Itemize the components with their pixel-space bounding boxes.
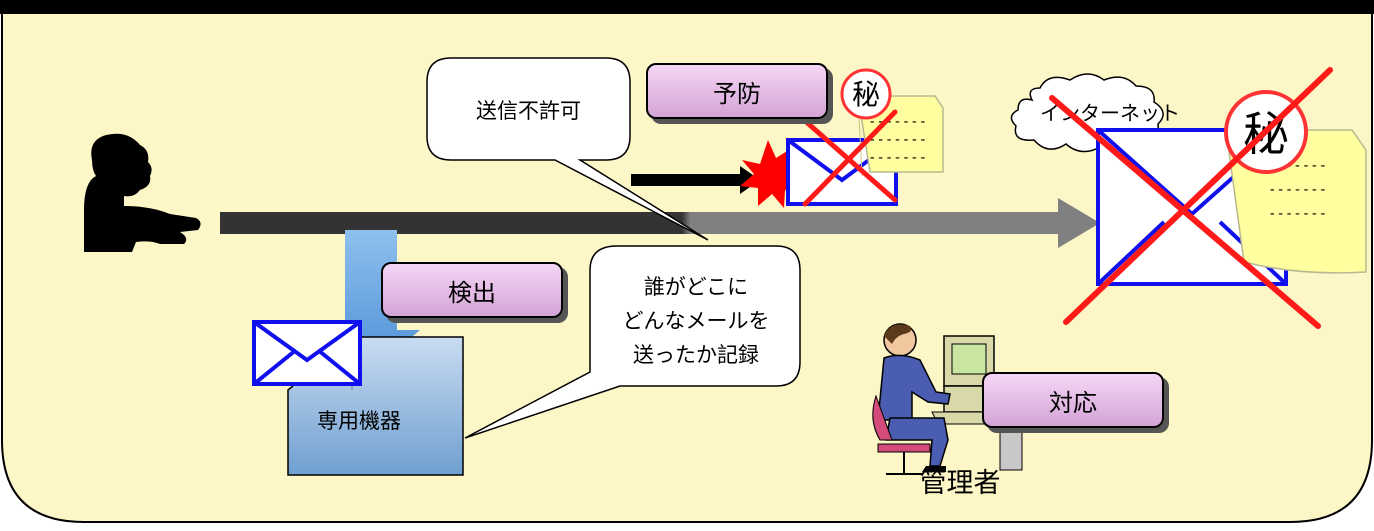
big-doc-line-3: ------- — [1268, 206, 1327, 222]
prevent-label: 予防 — [713, 79, 761, 108]
small-doc-line-3: ------- — [868, 150, 927, 166]
device-label: 専用機器 — [317, 409, 401, 433]
not-permitted-bubble-shape — [426, 57, 709, 241]
person-silhouette-icon — [84, 133, 201, 252]
record-bubble-shape — [464, 245, 801, 439]
main-flow-arrow — [220, 198, 1100, 248]
prevent-tag: 予防 — [646, 63, 828, 119]
respond-tag: 対応 — [982, 372, 1164, 428]
detect-label: 検出 — [448, 278, 496, 307]
small-x-cross-icon — [792, 109, 898, 207]
small-secret-mark: 秘 — [852, 78, 880, 111]
respond-label: 対応 — [1049, 388, 1097, 417]
record-text: 誰がどこに どんなメールを 送ったか記録 — [596, 266, 796, 376]
record-line-1: 誰がどこに — [643, 275, 749, 299]
not-permitted-text: 送信不許可 — [476, 99, 581, 123]
record-line-3: 送ったか記録 — [633, 343, 759, 367]
top-bar — [0, 0, 1374, 14]
admin-label: 管理者 — [919, 467, 1001, 499]
detect-tag: 検出 — [381, 262, 563, 318]
big-doc-line-2: ------- — [1268, 182, 1327, 198]
small-doc-line-2: ------- — [868, 132, 927, 148]
record-line-2: どんなメールを — [622, 309, 770, 333]
envelope-icon — [252, 320, 362, 386]
big-x-cross-icon — [1049, 67, 1333, 329]
small-secret-circle — [840, 68, 892, 120]
